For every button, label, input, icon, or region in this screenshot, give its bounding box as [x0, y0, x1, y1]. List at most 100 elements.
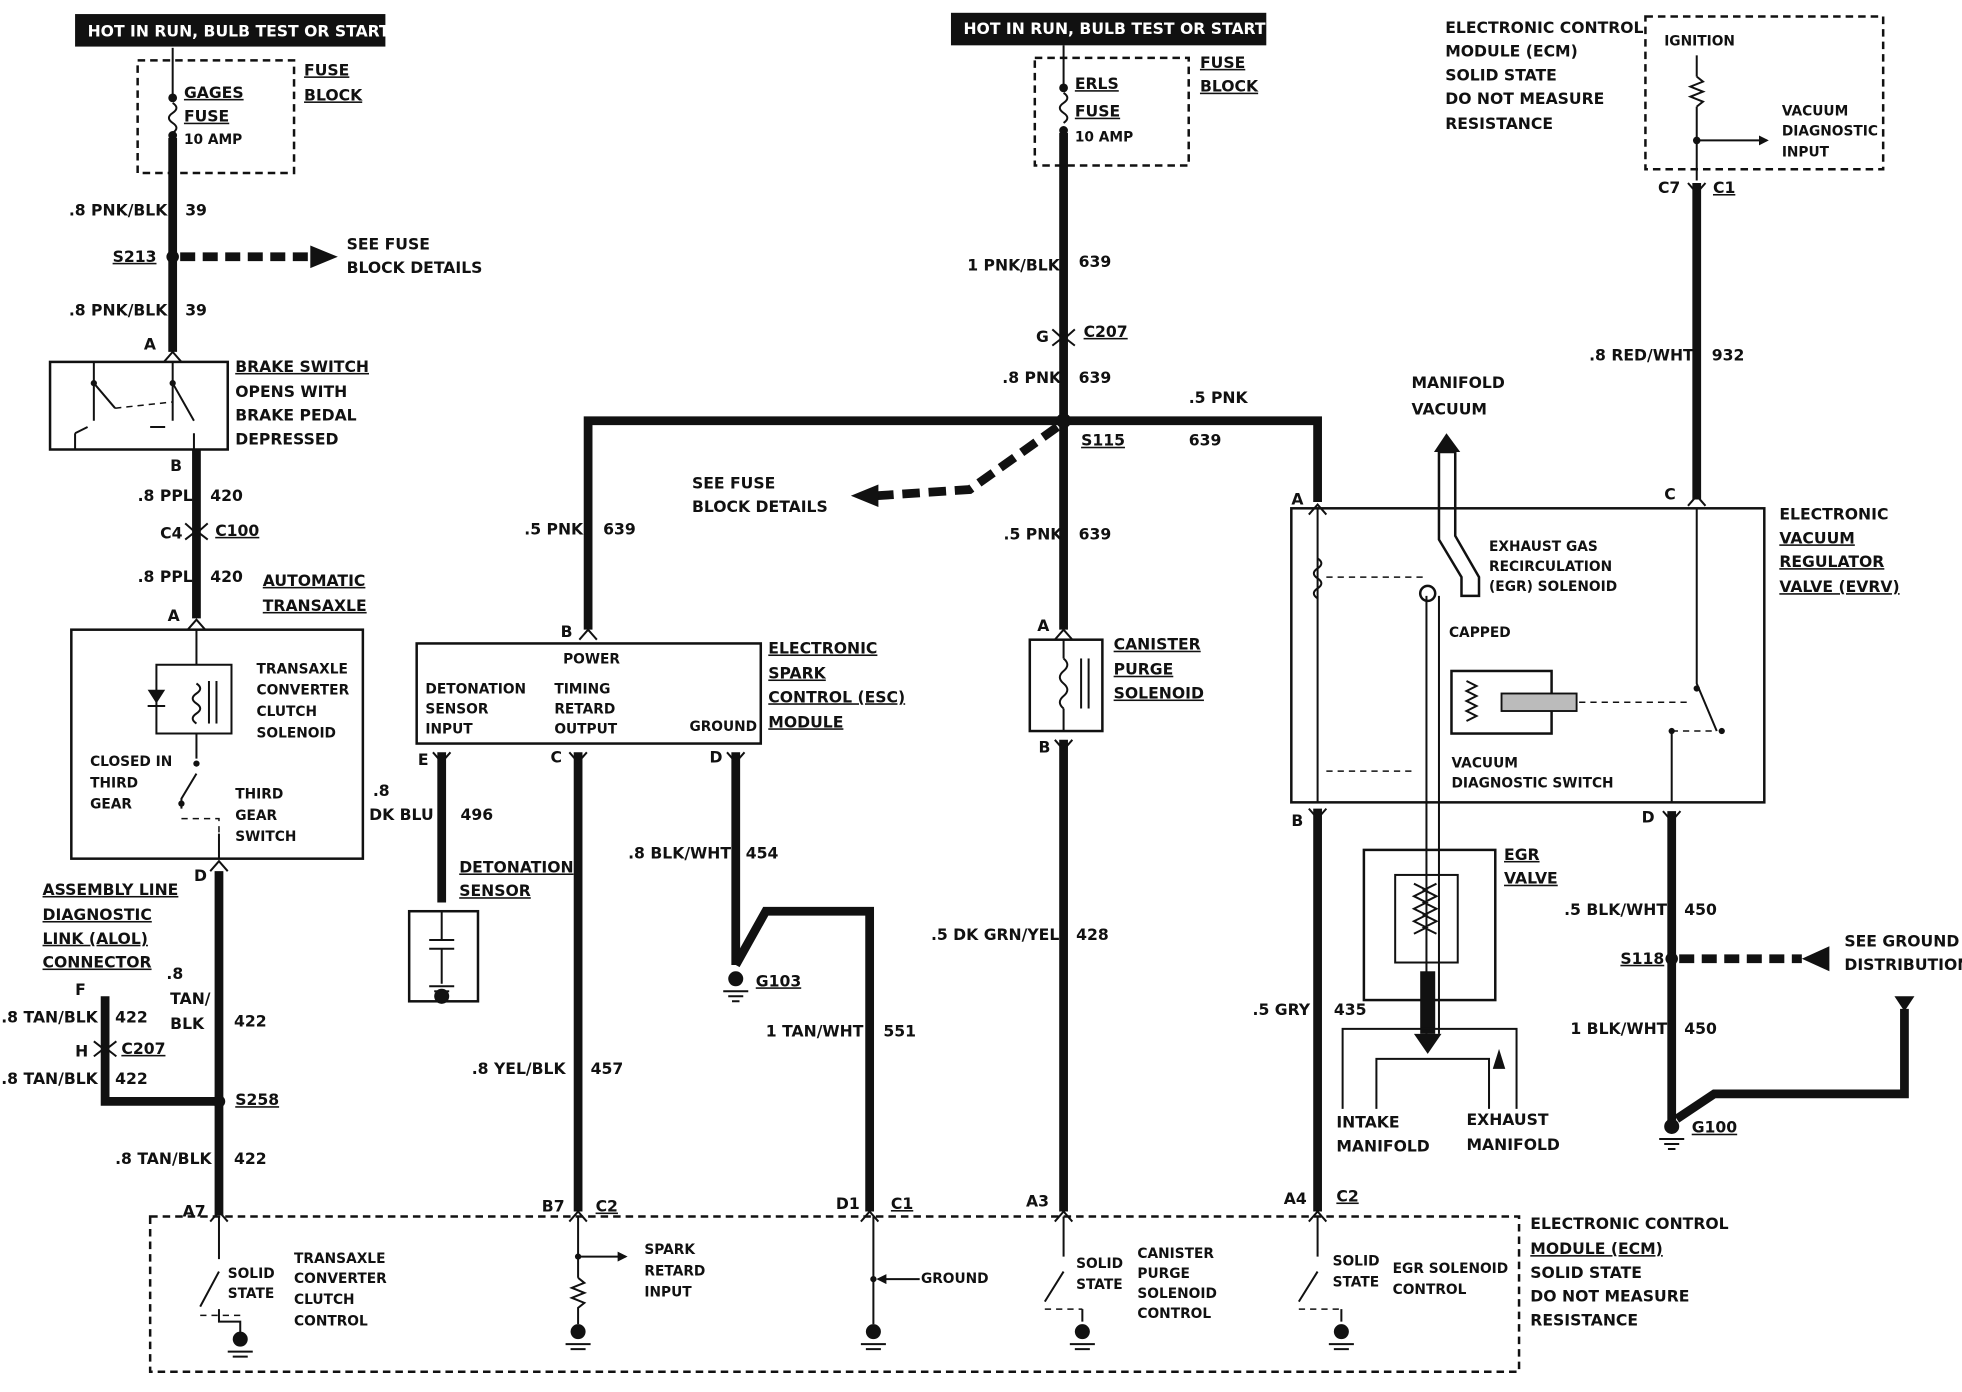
spark-retard-3: INPUT: [644, 1285, 692, 1301]
tcc-solenoid-symbol: [147, 629, 233, 859]
fuse-left-label: FUSE: [184, 107, 229, 126]
wire-39-label-b: .8 PNK/BLK: [69, 301, 168, 320]
alol-1: ASSEMBLY LINE: [43, 880, 179, 899]
wire-639-label-b: .8 PNK: [1002, 368, 1062, 387]
tcc-control-4: CONTROL: [294, 1313, 368, 1329]
evrv-title-3: REGULATOR: [1779, 552, 1884, 571]
esc-det-input-1: DETONATION: [425, 681, 526, 697]
manifold-vacuum-1: MANIFOLD: [1411, 373, 1504, 392]
ground-strap-end-icon: [1894, 996, 1915, 1012]
tcc-solenoid-label3: CLUTCH: [257, 704, 318, 720]
third-gear-switch-2: GEAR: [235, 808, 277, 824]
splice-s213-dot: [166, 250, 179, 264]
wire-639-label-c: .5 PNK: [1004, 525, 1064, 544]
ecm-top-title-1: ELECTRONIC CONTROL: [1445, 18, 1643, 37]
spark-retard-2: RETARD: [644, 1263, 705, 1279]
canister-pin-a: A: [1037, 616, 1050, 635]
wire-422-label-d: .8 TAN/BLK: [115, 1149, 212, 1168]
wire-422-label-c1: .8: [166, 964, 183, 983]
ecm-pin-c7: C7: [1658, 178, 1680, 197]
vacuum-input-1: VACUUM: [1782, 103, 1848, 119]
third-gear-switch-3: SWITCH: [235, 829, 296, 845]
esc-pin-d: D: [709, 747, 722, 766]
circuit-457: 457: [591, 1059, 624, 1078]
ecm-ignition: IGNITION: [1664, 33, 1735, 49]
brake-pin-a: A: [144, 334, 157, 353]
circuit-496: 496: [460, 805, 493, 824]
ground-g100: G100: [1692, 1118, 1738, 1137]
egr-solenoid-3: (EGR) SOLENOID: [1489, 579, 1617, 595]
tcc-solenoid-label1: TRANSAXLE: [257, 661, 348, 677]
wire-496-label-2: DK BLU: [369, 805, 434, 824]
wire-639-esc-label: .5 PNK: [524, 520, 584, 539]
circuit-422-a: 422: [115, 1008, 148, 1027]
ecm-bottom-internals: [199, 1216, 1354, 1358]
intake-manifold-2: MANIFOLD: [1336, 1136, 1429, 1155]
egr-valve-2: VALVE: [1504, 869, 1558, 888]
ecm-conn-c1-bottom: C1: [891, 1194, 913, 1213]
closed-third-1: CLOSED IN: [90, 754, 172, 770]
fuse-left-rating: 10 AMP: [184, 132, 242, 148]
det-sensor-1: DETONATION: [459, 857, 573, 876]
center-pin-g: G: [1036, 327, 1049, 346]
fuse-block-center: [1033, 56, 1190, 167]
vacuum-switch-2: DIAGNOSTIC SWITCH: [1451, 775, 1613, 791]
canister-title-1: CANISTER: [1114, 635, 1201, 654]
closed-third-3: GEAR: [90, 797, 132, 813]
vacuum-input-2: DIAGNOSTIC: [1782, 123, 1878, 139]
manifold-vacuum-2: VACUUM: [1411, 399, 1487, 418]
brake-switch-desc1: OPENS WITH: [235, 382, 347, 401]
pin-markers: [163, 182, 1707, 1223]
ecm-bottom-box: [148, 1215, 1521, 1373]
wire-450-label-b: 1 BLK/WHT: [1570, 1019, 1667, 1038]
circuit-450-b: 450: [1684, 1019, 1717, 1038]
transaxle-pin-d: D: [194, 866, 207, 885]
det-sensor-2: SENSOR: [459, 881, 531, 900]
circuit-639-a: 639: [1079, 252, 1112, 271]
wire-551-label: 1 TAN/WHT: [766, 1021, 864, 1040]
esc-timing-1: TIMING: [554, 681, 610, 697]
esc-power: POWER: [563, 651, 620, 667]
canister-control-4: CONTROL: [1137, 1306, 1211, 1322]
wire-422-alol: [100, 996, 219, 1106]
evrv-title-2: VACUUM: [1779, 528, 1855, 547]
third-gear-switch-1: THIRD: [235, 787, 283, 803]
brake-switch-title: BRAKE SWITCH: [235, 357, 369, 376]
egr-control-1: EGR SOLENOID: [1393, 1261, 1509, 1277]
power-banner-left: [75, 14, 386, 47]
evrv-pin-b: B: [1291, 811, 1303, 830]
alol-pin-f: F: [75, 980, 86, 999]
tcc-control-1: TRANSAXLE: [294, 1251, 385, 1267]
splice-s258-dot: [212, 1095, 226, 1108]
det-sensor-box: [407, 909, 480, 1003]
ecm-pin-b7: B7: [542, 1197, 565, 1216]
circuit-639-esc: 639: [603, 520, 636, 539]
circuit-39-b: 39: [185, 301, 207, 320]
canister-control-2: PURGE: [1137, 1266, 1190, 1282]
see-fuse-center-2: BLOCK DETAILS: [692, 497, 828, 516]
wire-422-label-b: .8 TAN/BLK: [1, 1069, 98, 1088]
evrv-pin-d: D: [1642, 807, 1655, 826]
esc-title-1: ELECTRONIC: [768, 638, 877, 657]
fuse-center-label: FUSE: [1075, 102, 1120, 121]
esc-ground: GROUND: [689, 719, 757, 735]
ecm-pin-a3: A3: [1026, 1192, 1049, 1211]
wire-435-label: .5 GRY: [1253, 1000, 1311, 1019]
solid-state-tcc-2: STATE: [228, 1286, 275, 1302]
esc-pin-e: E: [418, 750, 429, 769]
fuse-block-left: [136, 59, 296, 175]
circuit-420-a: 420: [210, 486, 243, 505]
see-fuse-left-1: SEE FUSE: [347, 234, 430, 253]
egr-solenoid-2: RECIRCULATION: [1489, 559, 1612, 575]
ground-g103-symbol: [723, 990, 749, 1003]
transaxle-pin-a: A: [168, 606, 181, 625]
spark-retard-1: SPARK: [644, 1242, 696, 1258]
circuit-39-a: 39: [185, 201, 207, 220]
see-fuse-center-1: SEE FUSE: [692, 473, 775, 492]
ecm-bottom-title-1: ELECTRONIC CONTROL: [1530, 1214, 1728, 1233]
arrow-fuse-details-center: [850, 484, 879, 508]
canister-control-3: SOLENOID: [1137, 1286, 1216, 1302]
det-sensor-ground-icon: [434, 988, 450, 1004]
ecm-top-resistor: [1687, 55, 1769, 181]
